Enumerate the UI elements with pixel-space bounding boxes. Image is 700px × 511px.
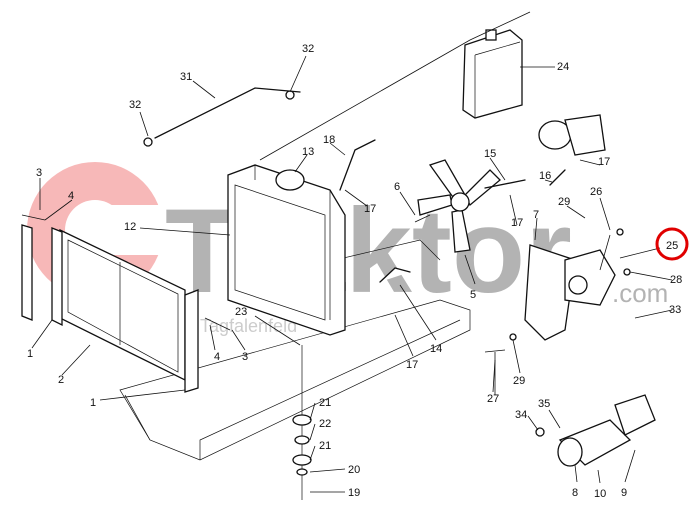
callout-8: 8 — [572, 487, 578, 499]
leader-lines — [31, 55, 673, 493]
callout-5: 5 — [470, 289, 476, 301]
callout-32: 32 — [302, 43, 314, 55]
watermark-subtext: Tagfalenfeld — [200, 316, 297, 336]
callout-3: 3 — [36, 167, 42, 179]
starter-motor — [557, 394, 656, 467]
callout-16: 16 — [539, 170, 551, 182]
callout-9: 9 — [621, 487, 627, 499]
callout-24: 24 — [557, 61, 569, 73]
callout-12: 12 — [124, 221, 136, 233]
callout-20: 20 — [348, 464, 360, 476]
callout-15: 15 — [484, 148, 496, 160]
highlight-circle — [655, 227, 689, 261]
v-belt — [524, 244, 576, 341]
callout-labels: 3 4 12 1 2 1 4 3 23 21 22 21 20 19 13 18… — [27, 43, 682, 500]
callout-17: 17 — [511, 217, 523, 229]
callout-13: 13 — [302, 146, 314, 158]
watermark-suffix: .com — [612, 278, 668, 308]
callout-25: 25 — [666, 240, 678, 252]
callout-18: 18 — [323, 134, 335, 146]
callout-19: 19 — [348, 487, 360, 499]
callout-23: 23 — [235, 306, 247, 318]
hose-15 — [484, 179, 526, 189]
mounting-stack — [292, 345, 312, 500]
hose-16 — [549, 169, 566, 186]
callout-10: 10 — [594, 488, 606, 500]
callout-29: 29 — [558, 196, 570, 208]
callout-21: 21 — [319, 440, 331, 452]
callout-4: 4 — [68, 190, 74, 202]
callout-17: 17 — [598, 156, 610, 168]
callout-17: 17 — [406, 359, 418, 371]
callout-22: 22 — [319, 418, 331, 430]
callout-35: 35 — [538, 398, 550, 410]
callout-2: 2 — [58, 374, 64, 386]
callout-6: 6 — [394, 181, 400, 193]
callout-21: 21 — [319, 397, 331, 409]
radiator — [227, 164, 346, 336]
callout-17: 17 — [364, 203, 376, 215]
pipe-31 — [154, 87, 301, 139]
alternator — [564, 249, 616, 306]
chassis-frame — [119, 239, 471, 461]
fan — [417, 159, 501, 253]
callout-14: 14 — [430, 343, 442, 355]
callout-3: 3 — [242, 351, 248, 363]
water-pump — [538, 114, 606, 156]
expansion-tank — [259, 11, 531, 161]
callout-34: 34 — [515, 409, 527, 421]
callout-28: 28 — [670, 274, 682, 286]
callout-26: 26 — [590, 186, 602, 198]
condenser-shroud — [21, 224, 199, 393]
callout-33: 33 — [669, 304, 681, 316]
callout-32: 32 — [129, 99, 141, 111]
callout-29: 29 — [513, 375, 525, 387]
callout-27: 27 — [487, 393, 499, 405]
callout-31: 31 — [180, 71, 192, 83]
hose-18 — [339, 139, 376, 191]
hose-14 — [379, 267, 411, 283]
callout-4: 4 — [214, 351, 220, 363]
callout-1: 1 — [27, 348, 33, 360]
callout-7: 7 — [533, 209, 539, 221]
callout-1: 1 — [90, 397, 96, 409]
